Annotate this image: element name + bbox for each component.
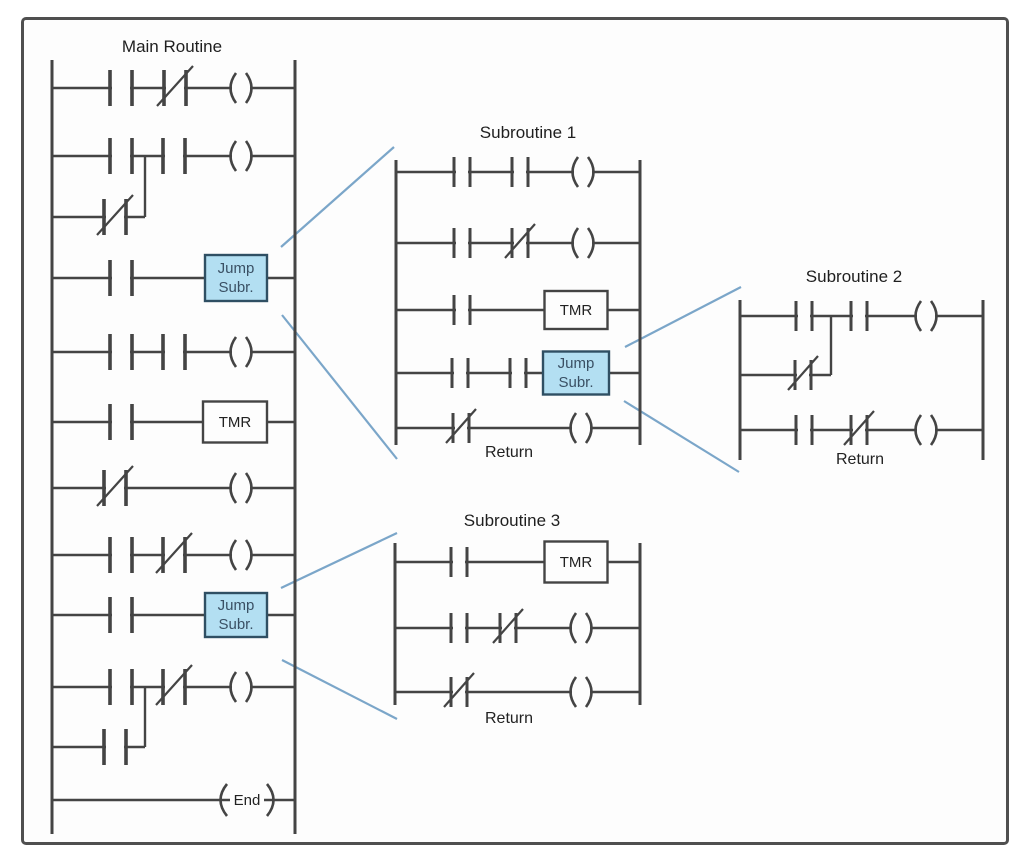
coil xyxy=(586,156,595,188)
main-routine-title: Main Routine xyxy=(121,37,223,56)
coil xyxy=(571,227,580,259)
coil xyxy=(569,412,578,444)
coil xyxy=(229,140,238,172)
nc-contact-slash xyxy=(504,223,536,259)
coil xyxy=(229,472,238,504)
coil xyxy=(229,671,238,703)
nc-contact-slash xyxy=(445,408,477,444)
connector-line xyxy=(623,400,740,473)
connector-line xyxy=(624,286,742,348)
nc-contact-slash xyxy=(156,65,194,107)
coil xyxy=(244,72,253,104)
coil xyxy=(914,300,923,332)
nc-contact-slash xyxy=(155,664,193,706)
coil xyxy=(244,539,253,571)
return-label: Return xyxy=(836,451,884,468)
coil xyxy=(586,227,595,259)
jump-subr-box-label: Subr. xyxy=(218,616,253,633)
return-label: Return xyxy=(485,710,533,727)
coil xyxy=(244,472,253,504)
coil xyxy=(929,300,938,332)
subroutine-3-title: Subroutine 3 xyxy=(463,511,561,530)
jump-subr-box xyxy=(203,591,269,639)
coil xyxy=(929,414,938,446)
connector-line xyxy=(281,314,398,460)
jump-subr-box-label: Subr. xyxy=(218,279,253,296)
coil xyxy=(229,72,238,104)
coil xyxy=(229,336,238,368)
jump-subr-box-label: Jump xyxy=(218,597,255,614)
connector-line xyxy=(280,146,395,248)
end-coil xyxy=(219,783,229,817)
coil xyxy=(569,676,578,708)
nc-contact-slash xyxy=(155,532,193,574)
tmr-box xyxy=(543,289,609,331)
jump-subr-box-label: Subr. xyxy=(558,374,593,391)
coil xyxy=(914,414,923,446)
coil xyxy=(584,612,593,644)
jump-subr-box xyxy=(541,350,611,396)
tmr-box xyxy=(543,540,609,584)
nc-contact-slash xyxy=(96,194,134,236)
jump-subr-box-label: Jump xyxy=(558,355,595,372)
subroutine-1-title: Subroutine 1 xyxy=(479,123,577,142)
connector-line xyxy=(281,659,398,720)
jump-subr-box-label: Jump xyxy=(218,260,255,277)
nc-contact-slash xyxy=(492,608,524,644)
connector-line xyxy=(280,532,398,589)
nc-contact-slash xyxy=(96,465,134,507)
coil xyxy=(229,539,238,571)
tmr-box-label: TMR xyxy=(219,414,252,431)
end-coil xyxy=(265,783,275,817)
subroutine-2-title: Subroutine 2 xyxy=(805,267,903,286)
coil xyxy=(571,156,580,188)
nc-contact-slash xyxy=(843,410,875,446)
end-coil-label: End xyxy=(234,792,261,809)
tmr-box xyxy=(201,400,269,444)
coil xyxy=(584,676,593,708)
coil xyxy=(244,671,253,703)
nc-contact-slash xyxy=(443,672,475,708)
coil xyxy=(584,412,593,444)
coil xyxy=(244,140,253,172)
tmr-box-label: TMR xyxy=(560,302,593,319)
jump-subr-box xyxy=(203,253,269,303)
return-label: Return xyxy=(485,444,533,461)
coil xyxy=(569,612,578,644)
nc-contact-slash xyxy=(787,355,819,391)
coil xyxy=(244,336,253,368)
tmr-box-label: TMR xyxy=(560,554,593,571)
